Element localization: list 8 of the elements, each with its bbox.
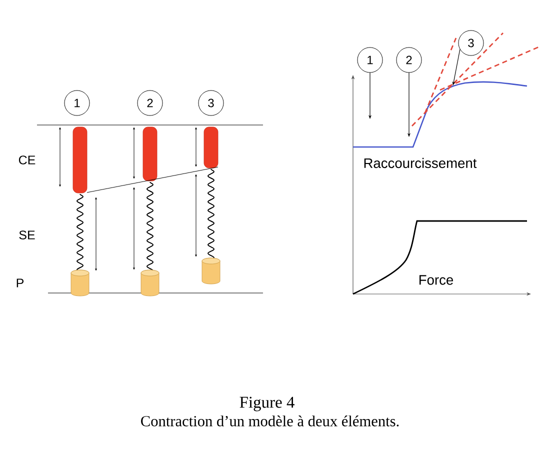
curve-label: Force [420, 275, 454, 285]
row-label: SE [19, 230, 35, 240]
curve-label: Raccourcissement [364, 158, 477, 168]
row-label: CE [18, 156, 36, 164]
row-label: P [16, 278, 24, 288]
figure-title: Figure 4 [240, 396, 294, 412]
caption: Contraction d’un modèle à deux éléments. [141, 416, 399, 426]
curve [353, 81, 528, 148]
